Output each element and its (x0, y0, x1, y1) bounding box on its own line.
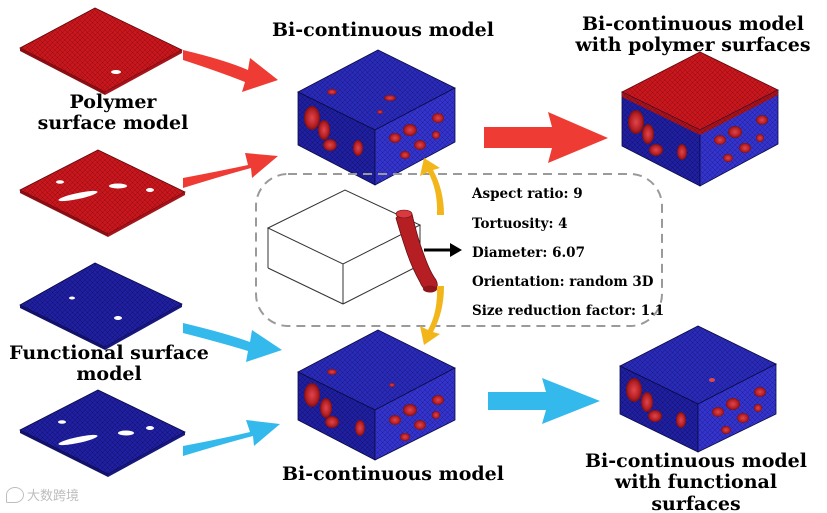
watermark: 大数跨境 (6, 485, 79, 504)
param-tortuosity: Tortuosity: 4 (472, 216, 568, 232)
arrow-to-functional-model (488, 378, 600, 424)
polymer-sheet-top (19, 7, 183, 95)
polymer-surface-label: Polymer surface model (37, 91, 189, 135)
fiber (395, 209, 438, 293)
bicontinuous-top-label: Bi-continuous model (271, 19, 494, 41)
arrow-to-polymer-model (484, 112, 608, 163)
polymer-sheet-bottom (19, 149, 186, 237)
bicontinuous-cube-top (297, 49, 456, 186)
param-diameter: Diameter: 6.07 (472, 245, 585, 261)
bicontinuous-cube-polymer (621, 51, 779, 187)
param-size-reduction-factor: Size reduction factor: 1.1 (472, 303, 665, 319)
wireframe-box (266, 189, 422, 305)
bicontinuous-functional-label: Bi-continuous model with functional surf… (584, 450, 807, 513)
watermark-logo-icon (6, 486, 24, 503)
functional-surface-label: Functional surface model (9, 342, 209, 386)
parameter-box (255, 173, 663, 327)
yellow-arrow-up (420, 158, 444, 215)
bicontinuous-cube-bottom (297, 329, 456, 461)
black-arrow (424, 243, 462, 257)
arrow-functional-top (183, 323, 282, 362)
yellow-arrow-down (420, 286, 444, 345)
functional-sheet-bottom (19, 389, 186, 477)
param-orientation: Orientation: random 3D (472, 274, 654, 290)
param-aspect-ratio: Aspect ratio: 9 (472, 186, 583, 202)
functional-sheet-top (19, 262, 183, 350)
arrow-polymer-top (183, 50, 278, 92)
bicontinuous-cube-functional (619, 325, 777, 453)
arrow-polymer-bottom (183, 153, 278, 188)
bicontinuous-polymer-label: Bi-continuous model with polymer surface… (575, 13, 811, 57)
bicontinuous-bottom-label: Bi-continuous model (281, 463, 504, 485)
arrow-functional-bottom (183, 420, 280, 456)
